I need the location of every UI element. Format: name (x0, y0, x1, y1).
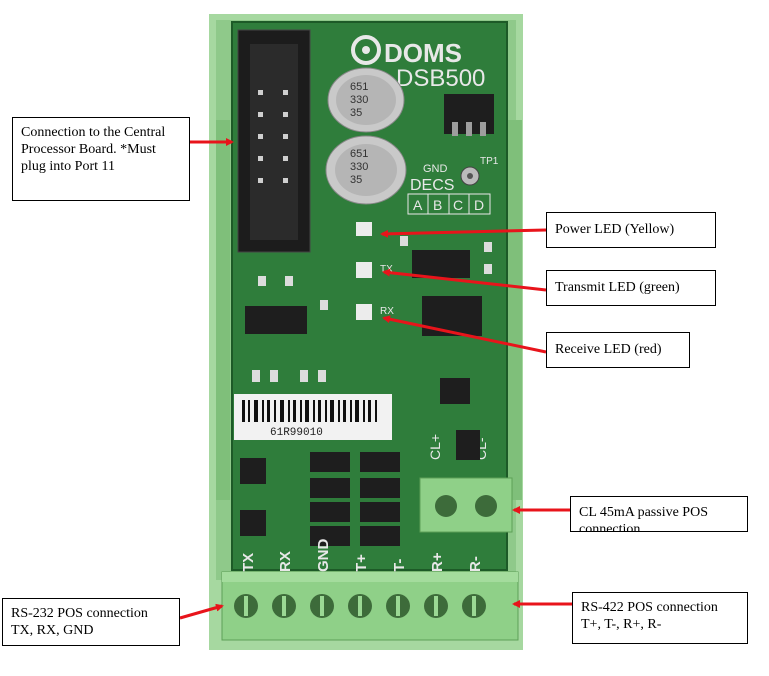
svg-text:C: C (453, 197, 463, 213)
capacitor-top: 651 330 35 (327, 67, 405, 133)
svg-text:TX: TX (380, 264, 393, 275)
barcode-label: 61R99010 (234, 394, 392, 440)
capacitor-bottom: 651 330 35 (325, 135, 407, 205)
svg-text:35: 35 (350, 174, 362, 186)
callout-transmit-led: Transmit LED (green) (546, 270, 716, 306)
svg-text:RX: RX (277, 551, 294, 572)
ribbon-connector (237, 29, 311, 253)
transistor (440, 378, 470, 404)
callout-central-processor: Connection to the Central Processor Boar… (12, 117, 190, 201)
power-led (356, 222, 372, 236)
svg-text:D: D (474, 197, 484, 213)
svg-text:GND: GND (315, 539, 332, 573)
svg-text:TX: TX (240, 553, 257, 572)
model-text: DSB500 (396, 65, 485, 92)
doms-logo (351, 35, 381, 65)
svg-text:T-: T- (391, 559, 408, 572)
svg-text:651: 651 (350, 148, 368, 160)
main-terminal-block (221, 571, 519, 641)
svg-text:61R99010: 61R99010 (270, 427, 323, 439)
decs-label: DECS (410, 177, 454, 194)
callout-receive-led: Receive LED (red) (546, 332, 690, 368)
svg-text:TP1: TP1 (480, 156, 499, 167)
callout-power-led: Power LED (Yellow) (546, 212, 716, 248)
svg-text:651: 651 (350, 81, 368, 93)
ic-chip (245, 306, 307, 334)
callout-rs232: RS-232 POS connection TX, RX, GND (2, 598, 180, 646)
svg-text:R-: R- (467, 556, 484, 572)
ic-chip (422, 296, 482, 336)
svg-text:A: A (413, 197, 423, 213)
svg-text:R+: R+ (429, 552, 446, 572)
ic-chip (412, 250, 470, 278)
brand-text: DOMS (384, 38, 462, 68)
svg-text:35: 35 (350, 107, 362, 119)
transmit-led (356, 262, 372, 278)
svg-text:GND: GND (423, 163, 448, 175)
callout-rs422: RS-422 POS connection T+, T-, R+, R- (572, 592, 748, 644)
svg-text:330: 330 (350, 94, 368, 106)
callout-cl-connection: CL 45mA passive POS connection (570, 496, 748, 532)
svg-text:T+: T+ (353, 554, 370, 572)
svg-text:330: 330 (350, 161, 368, 173)
receive-led (356, 304, 372, 320)
cl-terminal-block (419, 477, 513, 533)
svg-text:RX: RX (380, 306, 394, 317)
svg-text:B: B (433, 197, 442, 213)
svg-text:CL+: CL+ (427, 434, 443, 460)
decs-jumper-block: A B C D (407, 193, 491, 215)
